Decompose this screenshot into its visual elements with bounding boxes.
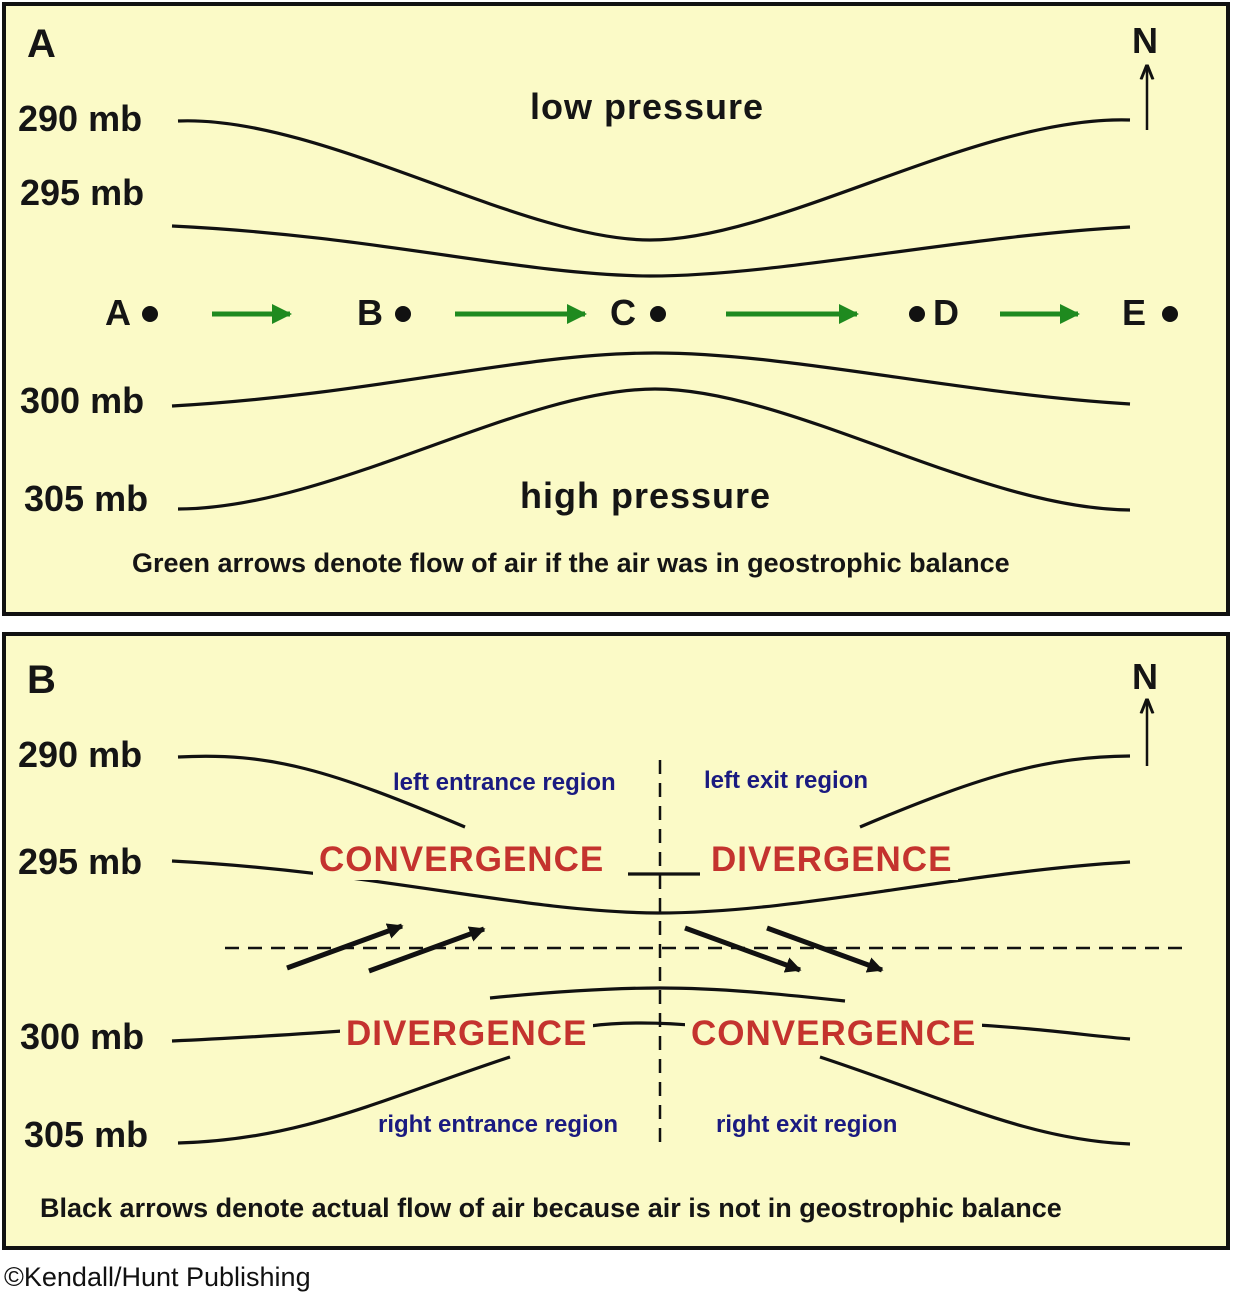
point-d-dot — [909, 306, 925, 322]
isobar-300-center-b — [589, 1021, 701, 1028]
isobar-305-left-b — [177, 1055, 511, 1145]
panel-a-caption: Green arrows denote flow of air if the a… — [132, 548, 1010, 578]
panel-b — [2, 632, 1230, 1250]
north-label-b: N — [1132, 656, 1158, 697]
point-d-label: D — [933, 292, 959, 333]
point-c-dot — [650, 306, 666, 322]
point-b-label: B — [357, 292, 383, 333]
isobar-label-290-a: 290 mb — [18, 98, 143, 139]
ageostrophic-arrow-4 — [766, 925, 884, 973]
high-pressure-label: high pressure — [520, 475, 772, 516]
isobar-label-300-b: 300 mb — [20, 1016, 145, 1057]
left-entrance-region-label: left entrance region — [393, 769, 616, 796]
isobar-305-line-a — [177, 387, 1131, 512]
north-label-a: N — [1132, 20, 1158, 61]
isobar-label-295-b: 295 mb — [18, 841, 143, 882]
isobar-305-right-b — [819, 1055, 1131, 1146]
upper-left-convergence-label: CONVERGENCE — [313, 840, 611, 880]
right-exit-region-label: right exit region — [716, 1111, 898, 1138]
isobar-290-left-b — [177, 754, 466, 829]
panel-b-caption: Black arrows denote actual flow of air b… — [40, 1193, 1062, 1223]
isobar-label-305-a: 305 mb — [24, 478, 149, 519]
isobar-label-290-b: 290 mb — [18, 734, 143, 775]
right-entrance-region-label: right entrance region — [378, 1111, 619, 1138]
upper-right-divergence-label: DIVERGENCE — [705, 840, 959, 880]
publisher-credit: ©Kendall/Hunt Publishing — [4, 1262, 311, 1292]
lower-right-convergence-label: CONVERGENCE — [685, 1014, 983, 1054]
point-a-dot — [142, 306, 158, 322]
ageostrophic-arrow-1 — [286, 923, 404, 971]
point-a-label: A — [105, 292, 131, 333]
ageostrophic-arrow-2 — [368, 926, 486, 974]
point-c-label: C — [610, 292, 636, 333]
isobar-290-right-b — [859, 754, 1131, 829]
isobar-290-line-a — [177, 118, 1131, 242]
isobar-300-right-b — [959, 1022, 1131, 1041]
isobar-label-300-a: 300 mb — [20, 380, 145, 421]
isobar-300-mid-b — [489, 986, 846, 1003]
left-exit-region-label: left exit region — [704, 767, 869, 794]
low-pressure-label: low pressure — [530, 86, 765, 127]
isobar-label-305-b: 305 mb — [24, 1114, 149, 1155]
point-e-label: E — [1122, 292, 1147, 333]
point-b-dot — [395, 306, 411, 322]
point-e-dot — [1162, 306, 1178, 322]
panel-a — [2, 2, 1230, 616]
isobar-295-line-a — [171, 224, 1131, 278]
panel-b-letter: B — [27, 658, 56, 702]
panel-a-letter: A — [27, 22, 56, 66]
ageostrophic-arrow-3 — [684, 925, 802, 973]
isobar-300-line-a — [171, 351, 1131, 408]
isobar-label-295-a: 295 mb — [20, 172, 145, 213]
lower-left-divergence-label: DIVERGENCE — [340, 1014, 594, 1054]
